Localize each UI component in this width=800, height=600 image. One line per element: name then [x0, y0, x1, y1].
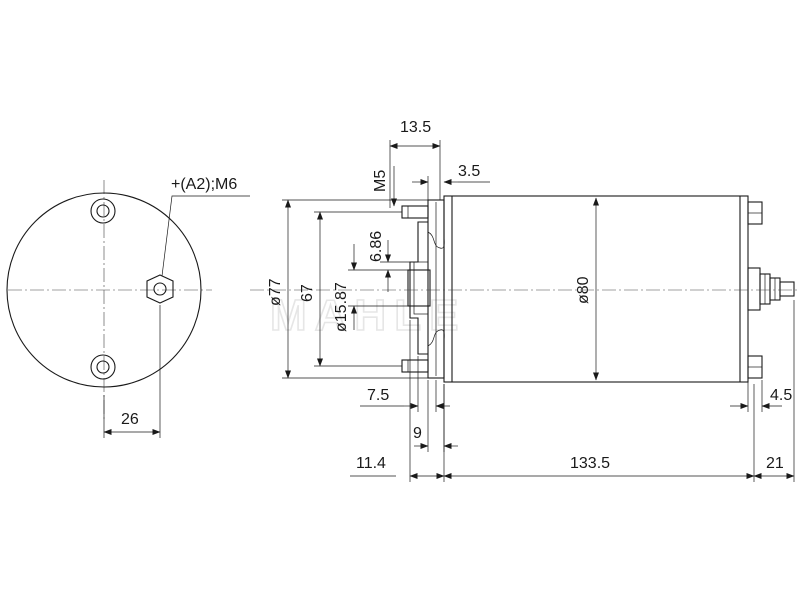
terminal-label: +(A2);M6 [171, 176, 237, 193]
dim-9-label: 9 [413, 425, 422, 442]
rear-stud-bottom [747, 355, 763, 379]
thread-m5-label: M5 [372, 170, 389, 192]
end-view-housing-circle [6, 192, 202, 388]
dim-13-5-label: 13.5 [400, 119, 431, 136]
terminal-leader [161, 195, 250, 277]
dim-6-86-label: 6.86 [368, 231, 385, 262]
drive-end-stud-top [401, 205, 429, 219]
dim-11-4-label: 11.4 [356, 455, 386, 472]
dim-67-label: 67 [299, 284, 316, 302]
dia-15-87-label: ø15.87 [333, 282, 350, 332]
dim-4-5-label: 4.5 [770, 387, 792, 404]
pinion-shaft [407, 269, 431, 307]
drive-end-stud-bottom [401, 359, 429, 373]
drive-end-wave-top [427, 231, 445, 249]
dim-133-5-label: 133.5 [570, 455, 610, 472]
side-dimensions: 13.5 3.5 M5 ø77 67 ø15.87 6.86 ø80 [267, 119, 795, 482]
pinion-gear [413, 261, 429, 315]
bottom-stud [90, 354, 116, 380]
dim-21-label: 21 [766, 455, 784, 472]
terminal-nut [146, 274, 174, 304]
dim-26-label: 26 [121, 411, 139, 428]
dim-7-5-label: 7.5 [367, 387, 389, 404]
top-stud [90, 198, 116, 224]
rear-stud-top [747, 201, 763, 225]
dia-77-label: ø77 [267, 278, 284, 306]
dia-80-label: ø80 [575, 276, 592, 304]
end-view: +(A2);M6 26 [6, 176, 250, 438]
rear-terminal [747, 267, 795, 311]
dim-3-5-label: 3.5 [458, 163, 480, 180]
drive-end-wave-bottom [427, 329, 445, 347]
